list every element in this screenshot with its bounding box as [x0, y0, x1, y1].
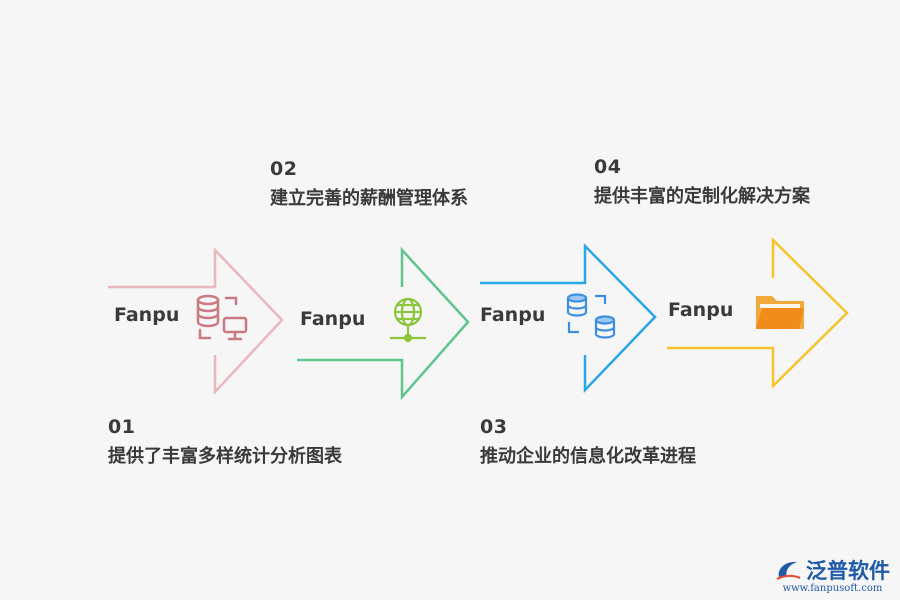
step-3-brand: Fanpu — [480, 304, 546, 326]
step-4-brand: Fanpu — [668, 299, 734, 321]
arrow-4 — [667, 237, 849, 389]
step-2-brand: Fanpu — [300, 308, 366, 330]
step-2-number: 02 — [270, 158, 298, 180]
step-2-text: 建立完善的薪酬管理体系 — [270, 188, 468, 209]
step-4-number: 04 — [594, 156, 622, 178]
folder-icon — [756, 296, 804, 329]
logo-mark-icon — [776, 561, 801, 580]
step-1-text: 提供了丰富多样统计分析图表 — [108, 446, 342, 467]
step-3-number: 03 — [480, 416, 508, 438]
step-4-text: 提供丰富的定制化解决方案 — [594, 186, 810, 207]
arrow-2 — [297, 246, 470, 401]
logo-url: www.fanpusoft.com — [782, 583, 883, 594]
arrow-1 — [108, 246, 284, 396]
step-3-text: 推动企业的信息化改革进程 — [480, 446, 696, 467]
arrow-3 — [480, 242, 657, 394]
step-1-brand: Fanpu — [114, 304, 180, 326]
database-sync-icon — [566, 293, 616, 339]
globe-network-icon — [390, 297, 426, 343]
brand-logo: 泛普软件 www.fanpusoft.com — [775, 555, 890, 594]
step-1-number: 01 — [108, 416, 136, 438]
database-monitor-icon — [196, 294, 248, 341]
logo-name: 泛普软件 — [806, 559, 890, 583]
